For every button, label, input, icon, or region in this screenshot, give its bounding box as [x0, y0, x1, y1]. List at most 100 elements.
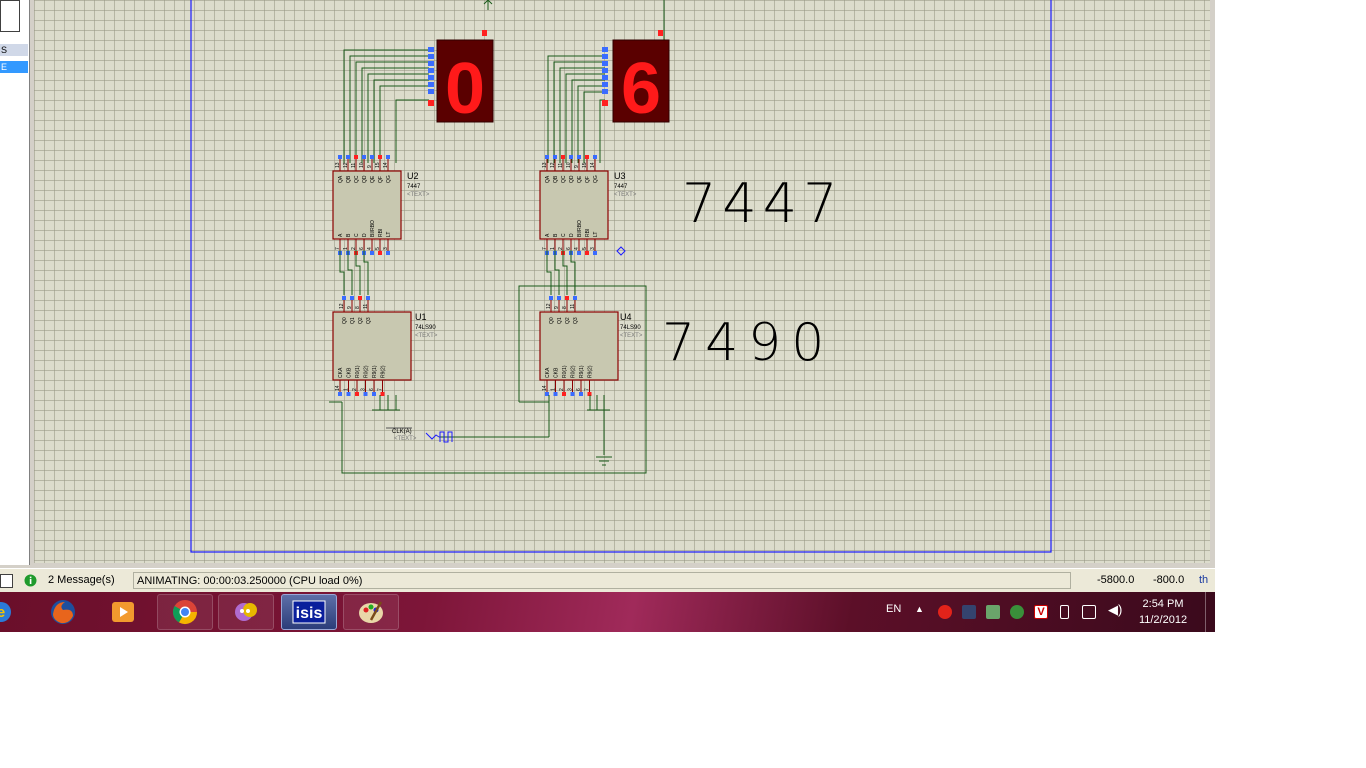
language-indicator[interactable]: EN — [886, 603, 902, 615]
media-player-icon[interactable] — [95, 594, 151, 630]
svg-text:Q0: Q0 — [549, 317, 555, 324]
svg-text:6: 6 — [566, 247, 572, 250]
svg-text:14: 14 — [590, 162, 596, 168]
antivirus-tray-icon[interactable] — [938, 605, 952, 619]
status-bar: 2 Message(s) ANIMATING: 00:00:03.250000 … — [0, 568, 1215, 593]
network-icon[interactable] — [1082, 605, 1096, 619]
svg-text:QC: QC — [561, 175, 567, 183]
wire-bus-right — [547, 55, 605, 163]
v-tray-icon[interactable]: V — [1034, 605, 1048, 619]
svg-text:QG: QG — [386, 175, 392, 183]
wire-bus-left — [343, 49, 429, 163]
display-right-digit: 6 — [621, 49, 661, 129]
isis-icon[interactable]: isis — [281, 594, 337, 630]
info-icon — [24, 572, 38, 589]
svg-text:11: 11 — [351, 163, 357, 168]
chip-part: 7447 — [407, 184, 421, 190]
svg-text:2: 2 — [351, 247, 357, 250]
svg-text:9: 9 — [347, 306, 353, 309]
pins-layer: QA13QB12QC11QD10QE9QF15QG14A7B1C2D6BI/RB… — [335, 155, 599, 396]
svg-text:12: 12 — [550, 162, 556, 168]
volume-icon[interactable]: ◀) — [1108, 602, 1123, 617]
paint-icon[interactable] — [343, 594, 399, 630]
seven-segment-display-right: 6 — [602, 30, 670, 129]
svg-text:QB: QB — [553, 175, 559, 183]
ie-icon[interactable]: e — [0, 594, 16, 630]
svg-text:1: 1 — [344, 388, 350, 391]
svg-text:13: 13 — [542, 162, 548, 168]
clock-date: 11/2/2012 — [1138, 614, 1188, 626]
svg-text:15: 15 — [375, 162, 381, 168]
chip-ref: U2 — [407, 171, 419, 181]
editing-grid[interactable]: 0 6 U2 7447 <TEXT> — [34, 0, 1210, 563]
ground-icon — [596, 456, 612, 466]
show-desktop-button[interactable] — [1205, 592, 1216, 632]
chip-part: 7447 — [614, 184, 628, 190]
svg-text:RBI: RBI — [378, 229, 384, 237]
svg-text:12: 12 — [343, 162, 349, 168]
svg-text:7: 7 — [585, 388, 591, 391]
svg-text:14: 14 — [335, 385, 341, 391]
battery-icon[interactable] — [1060, 605, 1069, 619]
svg-text:11: 11 — [570, 304, 576, 309]
svg-text:LT: LT — [386, 232, 392, 237]
svg-text:C: C — [354, 233, 360, 237]
chip-pin: R9(1)6 — [369, 365, 378, 396]
hardware-tray-icon[interactable] — [986, 605, 1000, 619]
animation-controls-stub[interactable] — [0, 574, 13, 588]
svg-text:3: 3 — [590, 247, 596, 250]
chip-pin: R0(2)3 — [568, 365, 577, 396]
seven-segment-display-left: 0 — [428, 30, 494, 129]
chip-pin: R9(2)7 — [378, 365, 387, 396]
svg-text:2: 2 — [558, 247, 564, 250]
clock-label: CLK(A) — [392, 429, 412, 435]
chip-text: <TEXT> — [614, 192, 637, 198]
svg-text:14: 14 — [383, 162, 389, 168]
messenger-icon[interactable] — [218, 594, 274, 630]
svg-text:7: 7 — [542, 247, 548, 250]
system-clock[interactable]: 2:54 PM 11/2/2012 — [1128, 596, 1198, 628]
svg-text:3: 3 — [361, 388, 367, 391]
svg-text:14: 14 — [542, 385, 548, 391]
chip-pin: QE9 — [574, 155, 583, 183]
chip-pin: Q28 — [562, 296, 571, 324]
svg-text:10: 10 — [566, 162, 572, 168]
messages-count[interactable]: 2 Message(s) — [48, 574, 115, 586]
chrome-icon[interactable] — [157, 594, 213, 630]
object-selector-panel[interactable]: S E — [0, 0, 30, 565]
device-list-item[interactable]: S — [0, 44, 28, 56]
svg-text:4: 4 — [367, 247, 373, 250]
device-list-item-selected[interactable]: E — [0, 61, 28, 73]
svg-text:R0(2): R0(2) — [364, 365, 370, 378]
svg-text:Q3: Q3 — [366, 317, 372, 324]
display-tray-icon[interactable] — [962, 605, 976, 619]
object-preview-box — [0, 0, 20, 32]
svg-text:R9(2): R9(2) — [588, 365, 594, 378]
svg-text:D: D — [362, 233, 368, 237]
show-hidden-icons-icon[interactable]: ▲ — [915, 604, 924, 614]
svg-text:7: 7 — [335, 247, 341, 250]
chip-part: 74LS90 — [415, 325, 436, 331]
chip-text: <TEXT> — [620, 333, 643, 339]
svg-text:6: 6 — [369, 388, 375, 391]
network-sharing-tray-icon[interactable] — [1010, 605, 1024, 619]
chip-u3: U3 7447 <TEXT> — [539, 170, 637, 240]
clock-generator: CLK(A) <TEXT> — [386, 427, 453, 443]
svg-text:5: 5 — [582, 247, 588, 250]
schematic-drawing[interactable]: 0 6 U2 7447 <TEXT> — [34, 0, 1210, 563]
svg-text:8: 8 — [562, 306, 568, 309]
chip-pin: R9(2) 7 — [585, 365, 594, 396]
svg-text:QA: QA — [338, 175, 344, 183]
firefox-icon[interactable] — [35, 594, 91, 630]
svg-text:QC: QC — [354, 175, 360, 183]
svg-text:Q2: Q2 — [358, 317, 364, 324]
